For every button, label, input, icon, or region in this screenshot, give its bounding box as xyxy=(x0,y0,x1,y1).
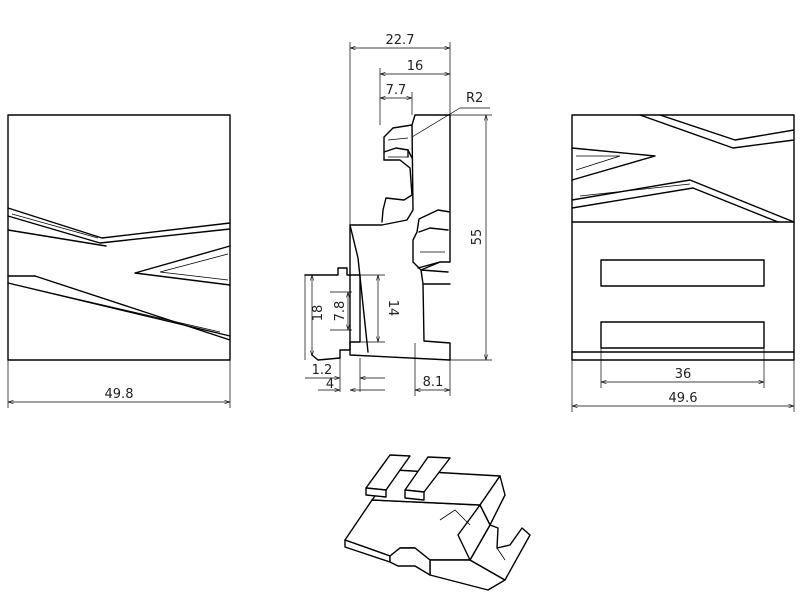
top-dimensions: 22.7 16 7.7 R2 xyxy=(349,33,490,225)
right-view-rails xyxy=(571,259,795,353)
foot-offset-label: 1.2 xyxy=(312,363,333,378)
right-view-top-grooves xyxy=(571,114,795,223)
bottom-step-dimension: 8.1 xyxy=(414,343,451,396)
foot-base-label: 4 xyxy=(326,377,334,392)
isometric-view xyxy=(344,454,531,591)
left-width-label: 49.8 xyxy=(105,387,134,402)
foot-middle-label: 7.8 xyxy=(333,301,348,322)
foot-detail: 18 7.8 14 1.2 4 xyxy=(304,224,400,392)
left-view: 49.8 xyxy=(7,114,231,408)
top-width-label: 22.7 xyxy=(386,33,415,48)
height-dimension: 55 xyxy=(450,114,492,361)
rail-span-label: 36 xyxy=(675,367,692,382)
radius-label: R2 xyxy=(466,91,483,106)
foot-overall-label: 18 xyxy=(311,305,326,322)
foot-right-label: 14 xyxy=(385,300,400,317)
left-view-grooves xyxy=(7,207,231,341)
right-width-label: 49.6 xyxy=(669,391,698,406)
right-width-dimension: 49.6 xyxy=(571,360,795,412)
slot-width-label: 16 xyxy=(407,59,424,74)
right-view: 36 49.6 xyxy=(571,114,795,412)
inner-width-label: 7.7 xyxy=(386,83,407,98)
upper-rail xyxy=(600,259,765,287)
right-view-outline xyxy=(571,114,795,361)
side-view-outline xyxy=(349,114,451,361)
height-label: 55 xyxy=(470,229,485,246)
rail-span-dimension: 36 xyxy=(600,348,765,388)
left-width-dimension: 49.8 xyxy=(7,360,231,408)
side-view: 22.7 16 7.7 R2 55 8.1 xyxy=(304,33,492,396)
left-view-outline xyxy=(7,114,231,361)
side-view-details xyxy=(381,124,451,285)
lower-rail xyxy=(600,321,765,349)
bottom-step-label: 8.1 xyxy=(423,375,444,390)
